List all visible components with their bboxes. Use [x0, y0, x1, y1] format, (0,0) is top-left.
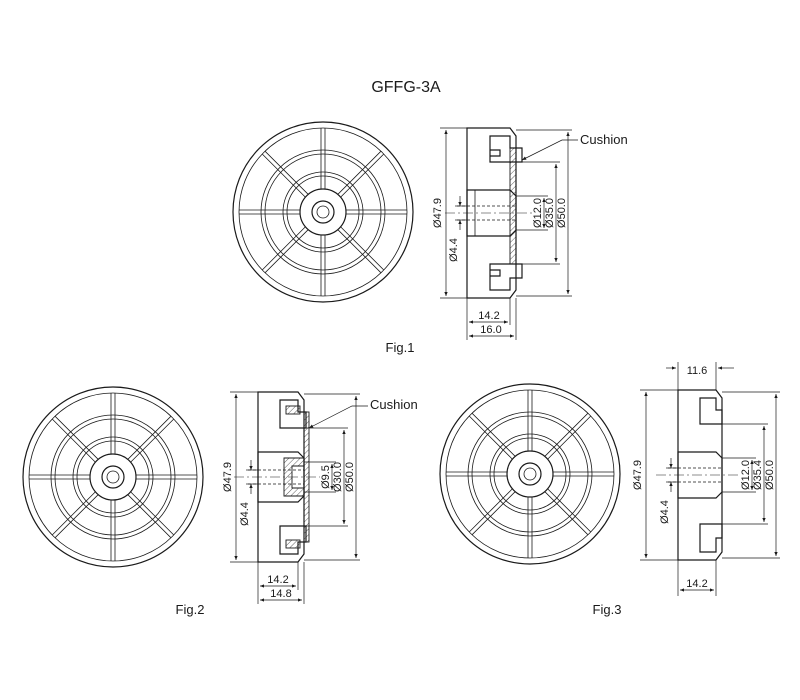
- fig3-dim-d50: Ø50.0: [764, 460, 776, 490]
- drawing-title: GFFG-3A: [371, 79, 441, 96]
- fig3-dim-d35-4: Ø35.4: [752, 460, 764, 490]
- fig3-dim-d4-4: Ø4.4: [659, 500, 671, 524]
- spoke-line: [547, 415, 592, 460]
- fig1-dim-d50: Ø50.0: [556, 198, 568, 228]
- spoke-line: [51, 418, 96, 463]
- fig2-dim-w14-2: 14.2: [267, 574, 288, 586]
- fig2-dim-d30: Ø30.0: [332, 462, 344, 492]
- fig2-label: Fig.2: [176, 602, 205, 617]
- spoke-line: [337, 150, 382, 195]
- spoke-line: [51, 491, 96, 536]
- spoke-line: [127, 494, 172, 539]
- fig2-cushion-label: Cushion: [370, 397, 418, 412]
- fig2-dimensions: [230, 391, 368, 604]
- fig2-front-view: [22, 386, 204, 568]
- spoke-line: [547, 488, 592, 533]
- fig3-dim-w14-2: 14.2: [686, 578, 707, 590]
- fig1-dim-d12: Ø12.0: [532, 198, 544, 228]
- fig3-dim-w11-6: 11.6: [687, 365, 708, 377]
- fig3-dimensions: [640, 362, 780, 596]
- spoke-line: [54, 415, 99, 460]
- spoke-line: [471, 491, 516, 536]
- spoke-line: [130, 491, 175, 536]
- fig2-dim-d9-5: Ø9.5: [320, 465, 332, 489]
- fig2-dim-d4-4: Ø4.4: [239, 502, 251, 526]
- fig1-label: Fig.1: [386, 340, 415, 355]
- spoke-line: [340, 153, 385, 198]
- spoke-line: [264, 150, 309, 195]
- fig1-front-view: [232, 121, 414, 303]
- spoke-line: [544, 412, 589, 457]
- spoke-line: [340, 226, 385, 271]
- fig2-dim-w14-8: 14.8: [270, 588, 291, 600]
- spoke-line: [337, 229, 382, 274]
- fig3-side-section: [656, 389, 740, 561]
- spoke-line: [261, 226, 306, 271]
- spoke-line: [468, 415, 513, 460]
- fig3-label: Fig.3: [593, 602, 622, 617]
- fig2-dim-d50: Ø50.0: [344, 462, 356, 492]
- spoke-line: [468, 488, 513, 533]
- fig1-dim-d35: Ø35.0: [544, 198, 556, 228]
- spoke-line: [544, 491, 589, 536]
- fig2-dim-d47-9: Ø47.9: [222, 462, 234, 492]
- fig3-dim-d12: Ø12.0: [740, 460, 752, 490]
- spoke-line: [54, 494, 99, 539]
- fig1-dim-d4-4: Ø4.4: [448, 238, 460, 262]
- fig1-dim-w16: 16.0: [480, 324, 501, 336]
- spoke-line: [264, 229, 309, 274]
- spoke-line: [127, 415, 172, 460]
- fig1-side-section: [445, 127, 532, 299]
- spoke-line: [471, 412, 516, 457]
- fig1-dim-w14-2: 14.2: [478, 310, 499, 322]
- fig1-dim-d47-9: Ø47.9: [432, 198, 444, 228]
- fig3-front-view: [439, 383, 621, 565]
- spoke-line: [261, 153, 306, 198]
- fig1-cushion-label: Cushion: [580, 132, 628, 147]
- fig3-dim-d47-9: Ø47.9: [632, 460, 644, 490]
- spoke-line: [130, 418, 175, 463]
- fig1-dimensions: [440, 127, 578, 340]
- fig2-side-section: [234, 391, 320, 563]
